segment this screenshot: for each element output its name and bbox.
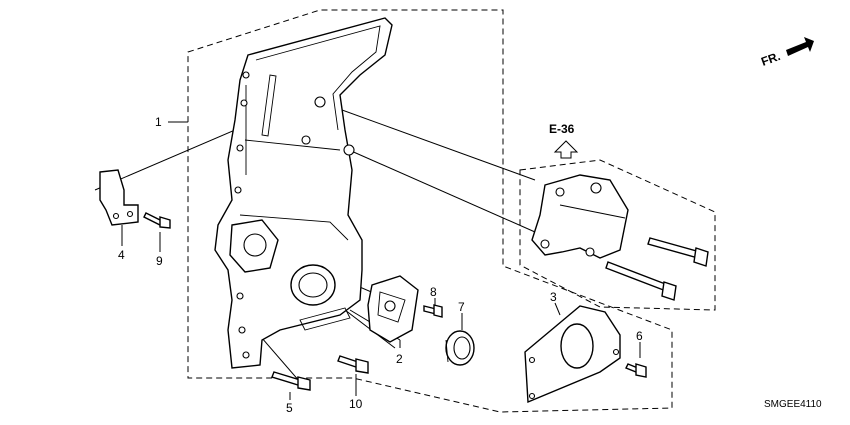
bolt-5	[271, 371, 311, 391]
callout-7: 7	[458, 300, 465, 314]
engine-mount-group-outline	[519, 159, 716, 311]
reference-label: E-36	[549, 122, 575, 136]
callout-4: 4	[118, 248, 125, 262]
oil-pump-cover	[367, 275, 419, 343]
bolt-10	[337, 355, 369, 374]
direction-arrow-icon	[786, 37, 814, 56]
callout-10: 10	[349, 397, 363, 411]
engine-mount-bracket	[531, 174, 709, 301]
callout-2: 2	[396, 352, 403, 366]
chain-case-cover	[214, 17, 393, 369]
direction-label: FR.	[759, 49, 782, 69]
oil-seal	[445, 330, 475, 366]
callout-8: 8	[430, 285, 437, 299]
drawing-code: SMGEE4110	[764, 399, 822, 410]
bolt-9	[143, 212, 171, 229]
callout-3: 3	[550, 290, 557, 304]
callout-6: 6	[636, 329, 643, 343]
callout-1: 1	[155, 115, 162, 129]
up-arrow-icon	[553, 140, 579, 159]
callout-5: 5	[286, 401, 293, 415]
bracket	[99, 169, 139, 226]
bolt-6	[625, 363, 647, 378]
cover-plate	[524, 305, 621, 404]
chain-case-group-outline	[187, 9, 673, 413]
bolt-8	[423, 304, 443, 318]
callout-9: 9	[156, 254, 163, 268]
